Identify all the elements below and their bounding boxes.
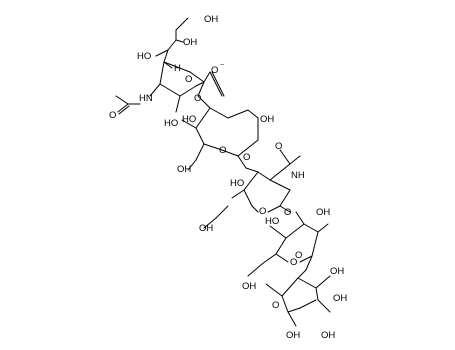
atom-labels: OH OH HO H O O − O HN HO HO O OH O O OH … bbox=[109, 14, 347, 341]
carboxylate-oxygen-label: O bbox=[211, 65, 218, 76]
carbonyl-oxygen-label: O bbox=[109, 110, 116, 121]
hydroxyl-label: OH bbox=[286, 330, 300, 341]
charge-label: − bbox=[220, 62, 224, 69]
hydroxyl-label: OH bbox=[316, 207, 330, 218]
amide-nh-label: HN bbox=[139, 93, 153, 104]
hydroxyl-label: OH bbox=[199, 223, 213, 234]
ring-oxygen-label: O bbox=[185, 74, 192, 85]
carbonyl-oxygen-label: O bbox=[275, 141, 282, 152]
hydroxyl-label: OH bbox=[260, 114, 274, 125]
glycosidic-oxygen-label: O bbox=[295, 250, 302, 261]
hydroxyl-label: HO bbox=[230, 178, 244, 189]
hydroxyl-label: OH bbox=[242, 281, 256, 292]
hydroxyl-label: OH bbox=[333, 293, 347, 304]
hydroxyl-label: OH bbox=[204, 14, 218, 25]
hydroxyl-label: HO bbox=[265, 216, 279, 227]
hydrogen-label: H bbox=[174, 63, 181, 74]
ring-oxygen-label: O bbox=[219, 145, 226, 156]
hydroxyl-label: OH bbox=[177, 164, 191, 175]
glycosidic-oxygen-label: O bbox=[284, 207, 291, 218]
hydroxyl-label: HO bbox=[182, 114, 196, 125]
hydroxyl-label: HO bbox=[137, 51, 151, 62]
hydroxyl-label: HO bbox=[164, 118, 178, 129]
hydroxyl-label: OH bbox=[321, 330, 335, 341]
ring-oxygen-label: O bbox=[290, 257, 297, 268]
amide-nh-label: NH bbox=[291, 170, 305, 181]
glycosidic-oxygen-label: O bbox=[243, 152, 250, 163]
ring-oxygen-label: O bbox=[259, 206, 266, 217]
hydroxyl-label: OH bbox=[183, 37, 197, 48]
hydroxyl-label: OH bbox=[330, 266, 344, 277]
bonds bbox=[115, 17, 331, 327]
glycosidic-oxygen-label: O bbox=[194, 93, 201, 104]
ring-oxygen-label: O bbox=[272, 300, 279, 311]
